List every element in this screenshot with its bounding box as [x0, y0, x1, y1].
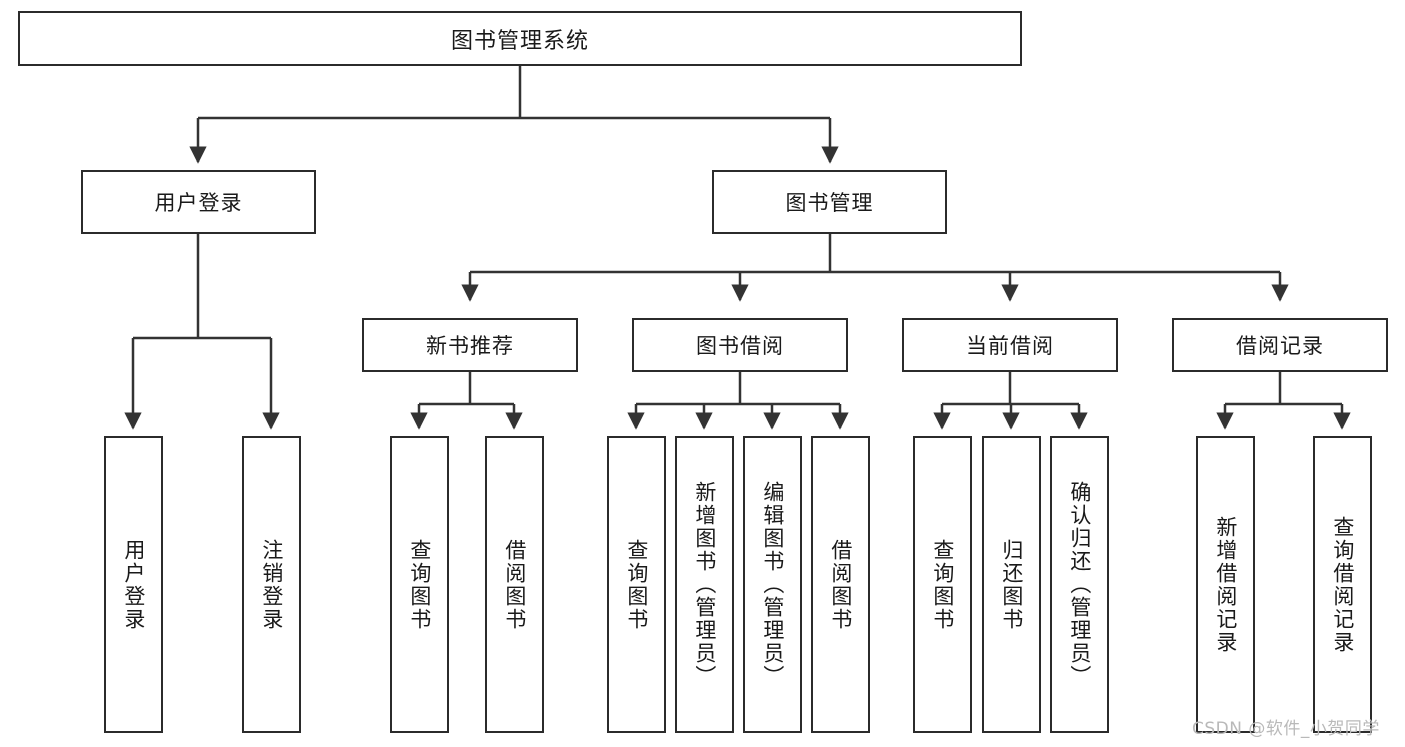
node-leaf-add-borrow-record[interactable]: 新增借阅记录: [1196, 436, 1255, 733]
node-leaf-borrow-book-label: 借阅图书: [828, 538, 853, 631]
node-leaf-user-login[interactable]: 用户登录: [104, 436, 163, 733]
node-leaf-rec-borrow-book[interactable]: 借阅图书: [485, 436, 544, 733]
node-leaf-edit-book-admin-label: 编辑图书（管理员）: [760, 481, 785, 688]
node-user-login-label: 用户登录: [154, 191, 243, 215]
node-group-borrow-record[interactable]: 借阅记录: [1172, 318, 1388, 372]
node-root[interactable]: 图书管理系统: [18, 11, 1022, 66]
node-leaf-rec-query-book[interactable]: 查询图书: [390, 436, 449, 733]
node-leaf-current-query-book-label: 查询图书: [930, 538, 955, 631]
node-group-book-borrow-label: 图书借阅: [696, 334, 784, 358]
node-user-login[interactable]: 用户登录: [81, 170, 316, 234]
node-leaf-return-book[interactable]: 归还图书: [982, 436, 1041, 733]
node-group-borrow-record-label: 借阅记录: [1236, 334, 1324, 358]
node-leaf-current-query-book[interactable]: 查询图书: [913, 436, 972, 733]
node-leaf-borrow-query-book[interactable]: 查询图书: [607, 436, 666, 733]
node-group-book-borrow[interactable]: 图书借阅: [632, 318, 848, 372]
node-leaf-add-book-admin-label: 新增图书（管理员）: [692, 481, 717, 688]
node-leaf-add-book-admin[interactable]: 新增图书（管理员）: [675, 436, 734, 733]
node-leaf-borrow-book[interactable]: 借阅图书: [811, 436, 870, 733]
node-leaf-edit-book-admin[interactable]: 编辑图书（管理员）: [743, 436, 802, 733]
node-book-management[interactable]: 图书管理: [712, 170, 947, 234]
node-leaf-borrow-query-book-label: 查询图书: [624, 538, 649, 631]
node-leaf-confirm-return-admin[interactable]: 确认归还（管理员）: [1050, 436, 1109, 733]
node-root-label: 图书管理系统: [450, 28, 589, 54]
node-leaf-rec-query-book-label: 查询图书: [407, 538, 432, 631]
node-group-current-borrow-label: 当前借阅: [966, 334, 1054, 358]
node-group-new-book-recommend-label: 新书推荐: [426, 334, 514, 358]
node-leaf-rec-borrow-book-label: 借阅图书: [502, 538, 527, 631]
node-leaf-return-book-label: 归还图书: [999, 538, 1024, 631]
node-leaf-confirm-return-admin-label: 确认归还（管理员）: [1067, 481, 1092, 688]
node-leaf-add-borrow-record-label: 新增借阅记录: [1213, 515, 1238, 654]
node-leaf-query-borrow-record-label: 查询借阅记录: [1330, 515, 1355, 654]
node-group-new-book-recommend[interactable]: 新书推荐: [362, 318, 578, 372]
node-leaf-logout[interactable]: 注销登录: [242, 436, 301, 733]
node-book-management-label: 图书管理: [785, 191, 874, 215]
node-leaf-query-borrow-record[interactable]: 查询借阅记录: [1313, 436, 1372, 733]
node-leaf-user-login-label: 用户登录: [121, 538, 146, 631]
node-leaf-logout-label: 注销登录: [259, 538, 284, 631]
csdn-watermark: CSDN @软件_小贺同学: [1192, 719, 1380, 739]
node-group-current-borrow[interactable]: 当前借阅: [902, 318, 1118, 372]
